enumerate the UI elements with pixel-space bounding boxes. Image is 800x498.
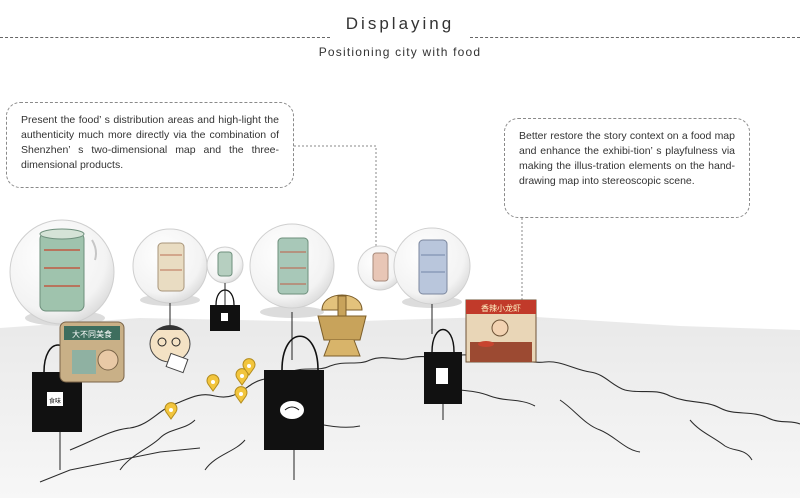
display-floor	[0, 316, 800, 498]
can-display-sphere-3	[206, 246, 244, 305]
note-right: Better restore the story context on a fo…	[504, 118, 750, 218]
map-road	[39, 447, 201, 483]
map-pin-5	[164, 402, 178, 420]
hotpot-cutout	[317, 294, 367, 357]
can-display-sphere-2	[132, 228, 208, 325]
can-display-sphere-5	[357, 245, 403, 291]
tote-bag-right	[424, 328, 462, 404]
crayfish-stall-cutout: 香辣小龙虾	[465, 299, 537, 363]
page-subtitle: Positioning city with food	[318, 45, 482, 59]
map-pin-2	[235, 368, 249, 386]
can-display-sphere-6	[393, 227, 471, 334]
tote-bag-small	[210, 289, 240, 331]
divider-left	[0, 37, 330, 38]
tote-bag-center	[264, 335, 324, 450]
food-poster-cutout: 大不同美食	[59, 321, 125, 383]
can-display-sphere-1	[9, 219, 115, 326]
can-display-sphere-4	[249, 223, 335, 360]
poster-sign: 大不同美食	[72, 329, 112, 339]
map-pin-1	[206, 374, 220, 392]
tote-bag-left: 食味	[32, 344, 82, 432]
chef-cutout	[149, 325, 191, 374]
note-left-connector	[294, 145, 377, 250]
stall-sign: 香辣小龙虾	[481, 303, 521, 313]
map-pin-3	[242, 358, 256, 376]
note-left: Present the food’ s distribution areas a…	[6, 102, 294, 188]
page-title: Displaying	[345, 14, 455, 33]
bag-label: 食味	[49, 397, 61, 405]
map-pin-4	[234, 386, 248, 404]
map-inner-border	[119, 399, 753, 471]
divider-right	[470, 37, 800, 38]
